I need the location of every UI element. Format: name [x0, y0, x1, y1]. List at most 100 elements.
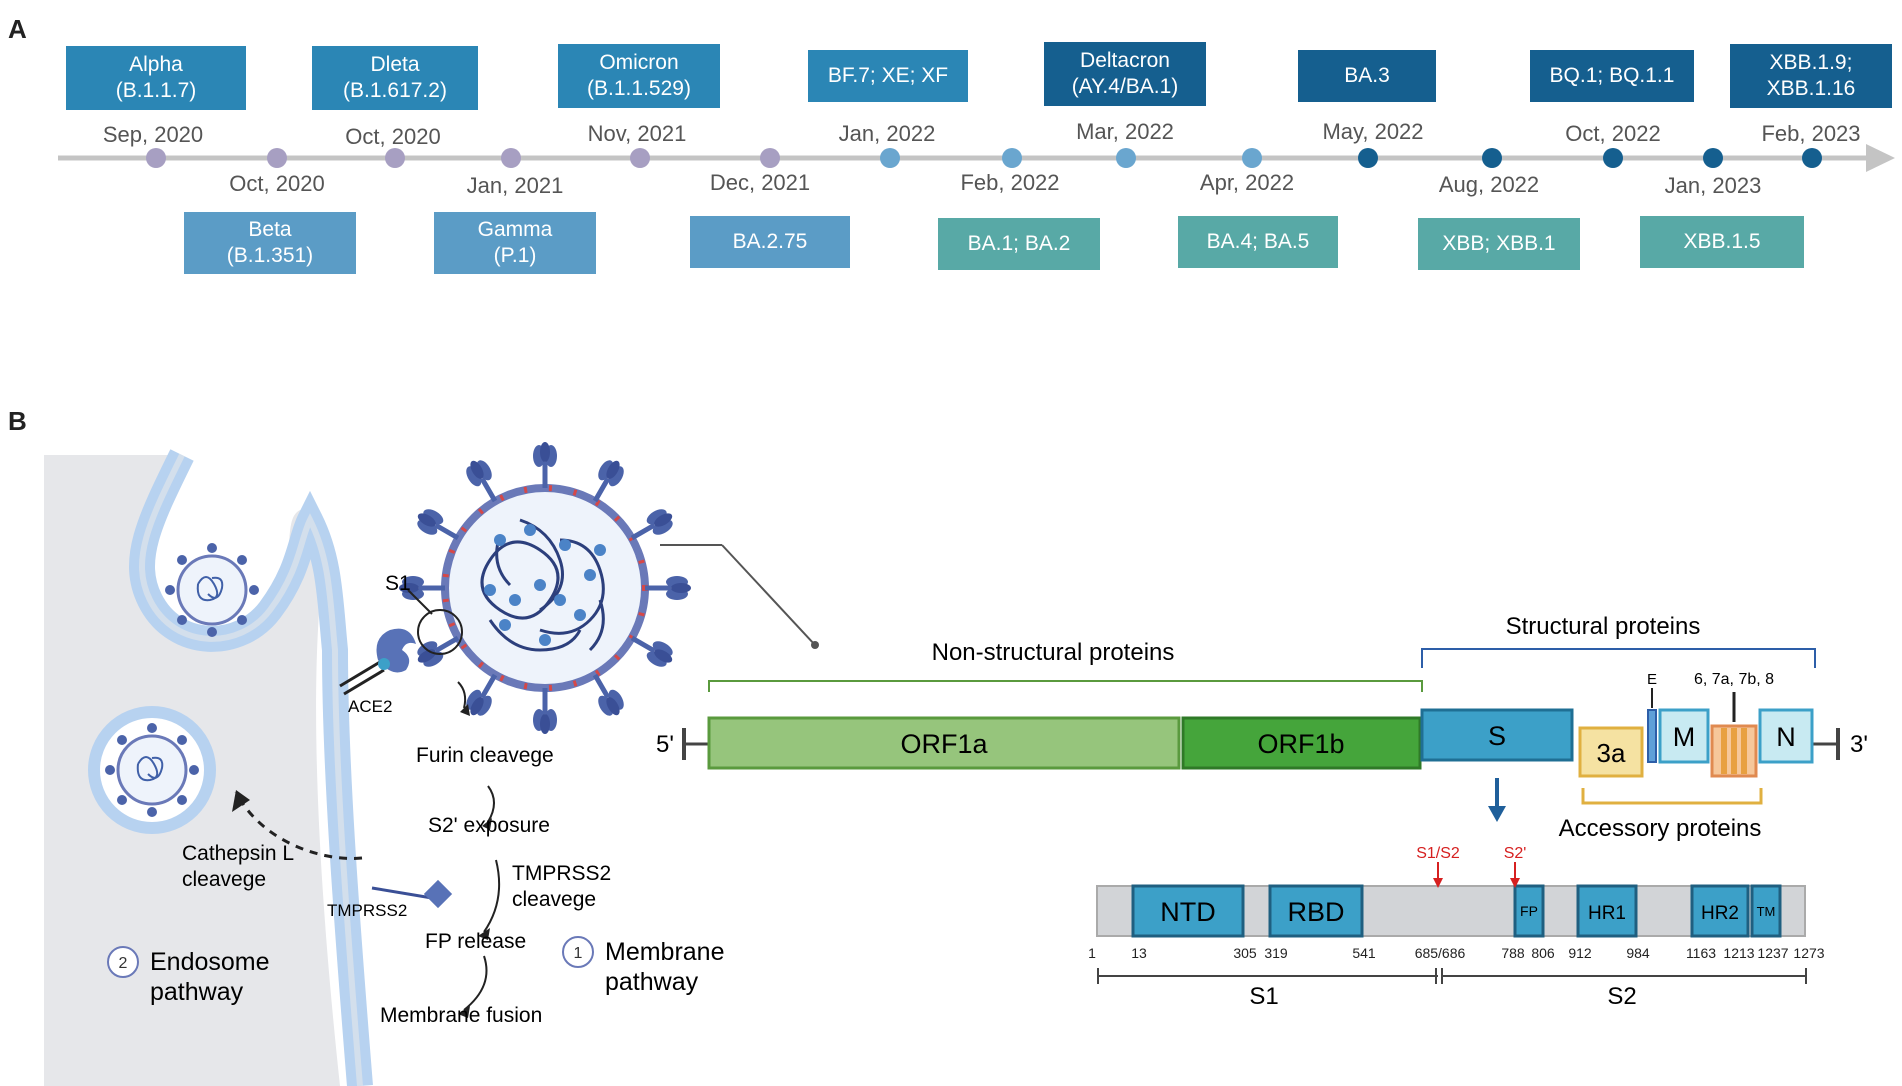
variant-box-bottom: BA.1; BA.2: [938, 218, 1100, 270]
fp-domain: [1513, 884, 1545, 938]
timeline-date: Sep, 2020: [102, 122, 204, 147]
s1-region-label: S1: [1249, 983, 1278, 1010]
n-label: N: [1776, 722, 1796, 752]
timeline-date: Oct, 2022: [1565, 121, 1661, 146]
timeline-date: Feb, 2023: [1761, 121, 1861, 146]
position-label: 305: [1233, 945, 1257, 961]
timeline-dot: [1703, 148, 1723, 168]
variant-box-bottom: BA.4; BA.5: [1178, 216, 1338, 268]
variant-box-bottom: Gamma (P.1): [434, 212, 596, 274]
timeline-dot: [630, 148, 650, 168]
endosome-number: 2: [119, 955, 128, 972]
variant-box-top: BQ.1; BQ.1.1: [1530, 50, 1694, 102]
position-label: 1: [1088, 945, 1096, 961]
timeline-date: Jan, 2022: [838, 121, 936, 146]
s1-label: S1: [385, 572, 411, 595]
ace2-receptor: [339, 628, 416, 696]
membrane-number: 1: [574, 945, 583, 962]
position-label: 685/686: [1415, 945, 1466, 961]
furin-label: Furin cleavege: [416, 744, 554, 767]
position-label: 1213: [1723, 945, 1754, 961]
timeline-dot: [1802, 148, 1822, 168]
timeline-dot: [146, 148, 166, 168]
position-label: 788: [1501, 945, 1525, 961]
timeline-date: Feb, 2022: [960, 170, 1060, 195]
orf1a-gene: [707, 716, 1181, 770]
ntd-label: NTD: [1160, 897, 1216, 927]
m-label: M: [1673, 722, 1696, 752]
m-gene: [1658, 708, 1710, 764]
endosome-number-badge: [107, 946, 139, 978]
3a-gene: [1578, 726, 1644, 778]
hr2-label: HR2: [1701, 903, 1739, 924]
three-prime-label: 3': [1850, 731, 1868, 758]
s2prime-site-label: S2': [1504, 845, 1527, 862]
timeline-date: Mar, 2022: [1076, 119, 1174, 144]
hr2-domain: [1690, 884, 1750, 938]
accessory-label: Accessory proteins: [1559, 815, 1762, 842]
tmprss2-label: TMPRSS2: [327, 901, 407, 920]
five-prime-label: 5': [656, 731, 674, 758]
variant-box-top: BF.7; XE; XF: [808, 50, 968, 102]
position-label: 1273: [1793, 945, 1824, 961]
nonstructural-label: Non-structural proteins: [932, 639, 1175, 666]
s-label: S: [1488, 721, 1506, 751]
timeline-date: Dec, 2021: [709, 170, 811, 195]
timeline-date: Jan, 2021: [466, 173, 564, 198]
variant-box-bottom: XBB; XBB.1: [1418, 218, 1580, 270]
timeline-date: Oct, 2020: [345, 124, 441, 149]
timeline-date: Nov, 2021: [587, 121, 687, 146]
membrane-number-badge: [562, 936, 594, 968]
tm-domain: [1750, 884, 1782, 938]
timeline-dot: [760, 148, 780, 168]
hr1-domain: [1576, 884, 1638, 938]
position-label: 13: [1131, 945, 1147, 961]
accessory-group-label: 6, 7a, 7b, 8: [1694, 671, 1774, 688]
position-label: 984: [1626, 945, 1650, 961]
3a-label: 3a: [1597, 738, 1626, 768]
fp-label: FP: [1520, 903, 1538, 919]
variant-box-top: Dleta (B.1.617.2): [312, 46, 478, 110]
structural-label: Structural proteins: [1506, 613, 1701, 640]
timeline-dot: [1603, 148, 1623, 168]
timeline-dot: [1482, 148, 1502, 168]
variant-box-top: Deltacron (AY.4/BA.1): [1044, 42, 1206, 106]
timeline-date: Aug, 2022: [1438, 172, 1540, 197]
position-label: 1163: [1686, 945, 1716, 961]
panel-b-label: B: [8, 406, 27, 436]
timeline-dot: [1002, 148, 1022, 168]
timeline-dots: [146, 148, 1822, 168]
orf1b-label: ORF1b: [1257, 729, 1344, 759]
s2-exposure-label: S2' exposure: [428, 814, 550, 837]
timeline-date: Jan, 2023: [1664, 173, 1762, 198]
rbd-label: RBD: [1287, 897, 1344, 927]
position-label: 319: [1264, 945, 1288, 961]
timeline-dot: [1116, 148, 1136, 168]
ace2-label: ACE2: [348, 697, 392, 716]
timeline-date: May, 2022: [1322, 119, 1424, 144]
variant-box-top: Alpha (B.1.1.7): [66, 46, 246, 110]
position-label: 1237: [1757, 945, 1788, 961]
hr1-label: HR1: [1588, 903, 1626, 924]
s1s2-site-label: S1/S2: [1416, 845, 1460, 862]
timeline-axis: [58, 144, 1895, 172]
timeline-dot: [1242, 148, 1262, 168]
variant-box-top: XBB.1.9; XBB.1.16: [1730, 44, 1892, 108]
variant-box-bottom: Beta (B.1.351): [184, 212, 356, 274]
rbd-domain: [1268, 884, 1364, 938]
membrane-fusion-label: Membrane fusion: [380, 1004, 542, 1027]
s2-region-label: S2: [1607, 983, 1636, 1010]
fp-release-label: FP release: [425, 930, 526, 953]
e-label: E: [1647, 671, 1657, 688]
panel-a-label: A: [8, 14, 27, 44]
position-label: 912: [1568, 945, 1592, 961]
orf1b-gene: [1181, 716, 1422, 770]
timeline-dot: [1358, 148, 1378, 168]
timeline-dot: [385, 148, 405, 168]
variant-box-top: Omicron (B.1.1.529): [558, 44, 720, 108]
